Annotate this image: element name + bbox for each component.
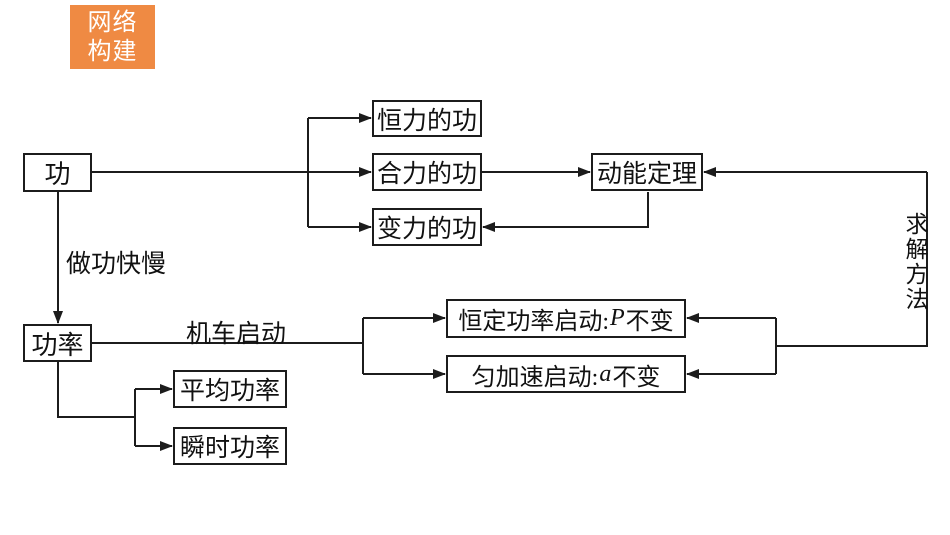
node-uniform-acceleration-start-text: 匀加速启动: bbox=[471, 364, 599, 391]
node-constant-force-work: 恒力的功 bbox=[372, 100, 482, 137]
edge-label-solution-method: 求解方法 bbox=[902, 212, 927, 312]
edge-dongneng-bianli bbox=[482, 192, 649, 232]
variable-a: a bbox=[599, 360, 612, 387]
edge-gonglv-down bbox=[57, 362, 135, 418]
node-instantaneous-power: 瞬时功率 bbox=[173, 427, 287, 465]
node-net-force-work: 合力的功 bbox=[372, 153, 482, 191]
node-work: 功 bbox=[23, 153, 92, 192]
node-average-power: 平均功率 bbox=[173, 370, 287, 408]
node-kinetic-energy-theorem: 动能定理 bbox=[591, 153, 703, 191]
node-constant-power-start-suffix: 不变 bbox=[625, 309, 674, 335]
edge-label-locomotive-start: 机车启动 bbox=[186, 321, 287, 348]
node-power-label: 功率 bbox=[31, 330, 84, 360]
node-constant-power-start-text: 恒定功率启动: bbox=[458, 309, 609, 335]
section-badge: 网络 构建 bbox=[70, 5, 155, 69]
variable-P: P bbox=[610, 305, 625, 331]
node-power: 功率 bbox=[23, 324, 92, 362]
edge-method-rail bbox=[776, 172, 928, 347]
badge-line-1: 网络 bbox=[87, 9, 138, 36]
badge-line-2: 构建 bbox=[87, 38, 138, 65]
edge-label-work-rate: 做功快慢 bbox=[66, 251, 167, 278]
node-variable-force-work-label: 变力的功 bbox=[376, 216, 477, 243]
node-uniform-acceleration-start: 匀加速启动:a 不变 bbox=[446, 355, 686, 393]
node-work-label: 功 bbox=[44, 160, 71, 189]
node-net-force-work-label: 合力的功 bbox=[376, 161, 477, 188]
node-constant-power-start: 恒定功率启动:P 不变 bbox=[446, 299, 686, 338]
node-uniform-acceleration-start-suffix: 不变 bbox=[612, 364, 661, 391]
node-constant-force-work-label: 恒力的功 bbox=[376, 107, 477, 135]
node-instantaneous-power-label: 瞬时功率 bbox=[179, 435, 280, 462]
node-kinetic-energy-theorem-label: 动能定理 bbox=[596, 161, 697, 188]
node-average-power-label: 平均功率 bbox=[179, 378, 280, 405]
node-variable-force-work: 变力的功 bbox=[372, 208, 482, 246]
